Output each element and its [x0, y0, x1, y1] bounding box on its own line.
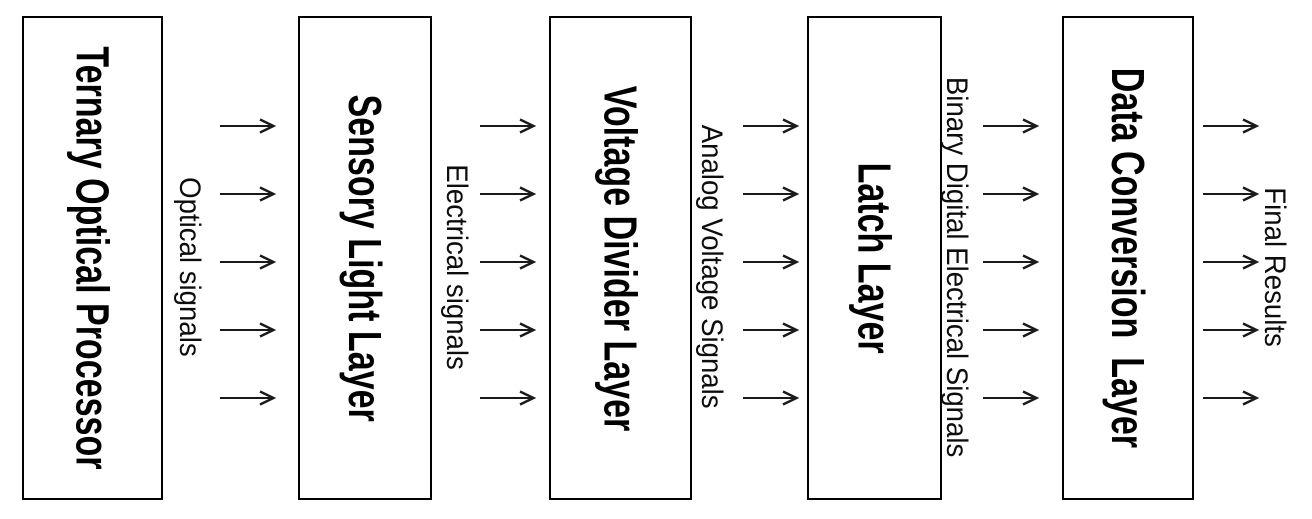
arrow-right-icon: [743, 118, 800, 134]
arrow-right-icon: [983, 186, 1040, 202]
arrow-right-icon: [480, 186, 537, 202]
arrow-group-electrical-signals: [480, 117, 537, 407]
flow-label-text: Analog Voltage Signals: [695, 124, 728, 409]
arrow-right-icon: [1203, 390, 1260, 406]
stage-box-data-conversion-layer: Data Conversion Layer: [1062, 16, 1194, 500]
stage-title: Sensory Light Layer: [339, 94, 391, 422]
arrow-right-icon: [1203, 186, 1260, 202]
arrow-right-icon: [1203, 118, 1260, 134]
arrow-right-icon: [983, 390, 1040, 406]
arrow-right-icon: [480, 254, 537, 270]
arrow-right-icon: [983, 254, 1040, 270]
stage-box-ternary-optical-processor: Ternary Optical Processor: [22, 16, 163, 500]
stage-title: Ternary Optical Processor: [66, 46, 119, 470]
arrow-right-icon: [220, 254, 277, 270]
flow-label-binary-digital-electrical-signals: Binary Digital Electrical Signals: [939, 0, 973, 519]
arrow-right-icon: [220, 322, 277, 338]
stage-box-voltage-divider-layer: Voltage Divider Layer: [549, 16, 692, 500]
stage-box-latch-layer: Latch Layer: [807, 16, 942, 500]
arrow-right-icon: [480, 390, 537, 406]
arrow-right-icon: [480, 322, 537, 338]
stage-title: Data Conversion Layer: [1102, 67, 1154, 449]
arrow-right-icon: [743, 186, 800, 202]
arrow-right-icon: [743, 390, 800, 406]
stage-box-sensory-light-layer: Sensory Light Layer: [298, 16, 432, 500]
arrow-group-analog-voltage-signals: [743, 117, 800, 407]
flow-label-text: Binary Digital Electrical Signals: [940, 76, 973, 458]
arrow-right-icon: [983, 322, 1040, 338]
stage-title: Voltage Divider Layer: [594, 85, 647, 431]
flow-label-analog-voltage-signals: Analog Voltage Signals: [694, 0, 728, 519]
stage-title: Latch Layer: [848, 162, 901, 354]
flow-label-electrical-signals: Electrical signals: [439, 0, 473, 519]
arrow-right-icon: [220, 118, 277, 134]
arrow-right-icon: [480, 118, 537, 134]
arrow-right-icon: [1203, 254, 1260, 270]
arrow-right-icon: [983, 118, 1040, 134]
flow-label-optical-signals: Optical signals: [172, 0, 206, 519]
flow-label-text: Final Results: [1258, 187, 1291, 347]
arrow-right-icon: [1203, 322, 1260, 338]
arrow-right-icon: [743, 254, 800, 270]
flow-label-final-results: Final Results: [1257, 0, 1291, 519]
arrow-right-icon: [743, 322, 800, 338]
arrow-right-icon: [220, 186, 277, 202]
arrow-right-icon: [220, 390, 277, 406]
flow-label-text: Optical signals: [173, 177, 206, 357]
arrow-group-binary-digital-electrical-signals: [983, 117, 1040, 407]
flow-label-text: Electrical signals: [440, 164, 473, 370]
arrow-group-optical-signals: [220, 117, 277, 407]
arrow-group-final-results: [1203, 117, 1260, 407]
